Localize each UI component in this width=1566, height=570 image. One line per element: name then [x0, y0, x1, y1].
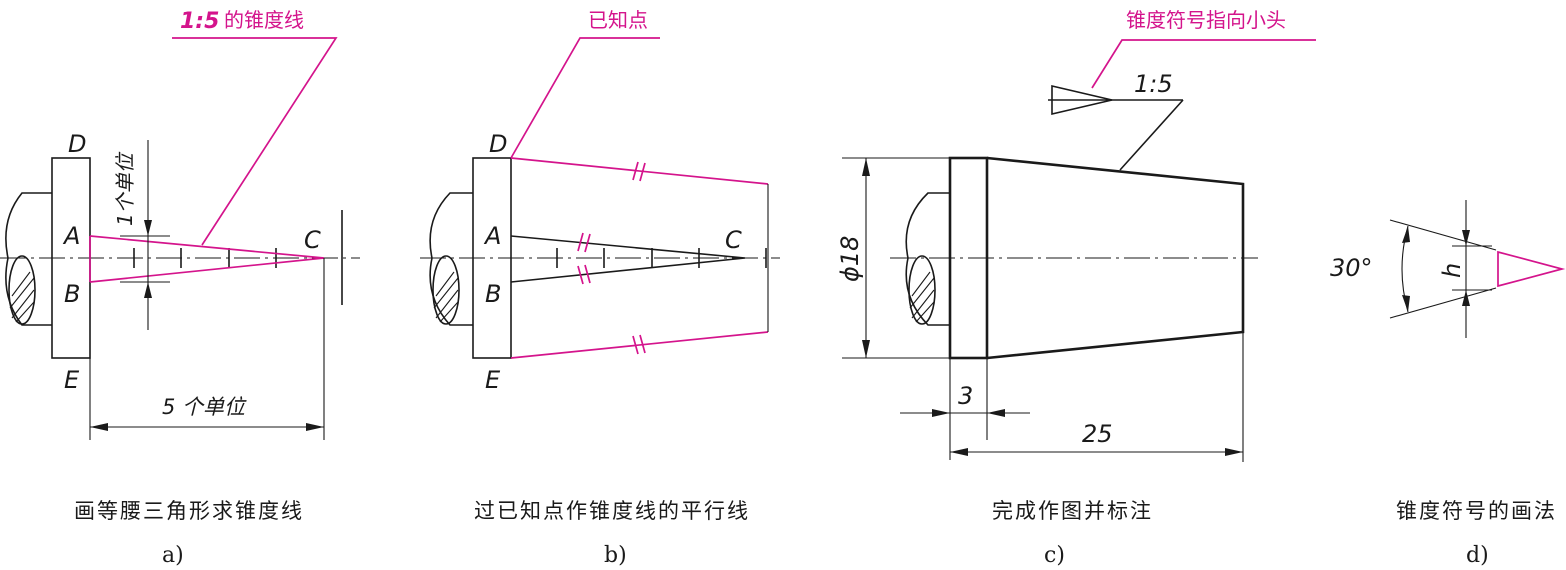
taper-symbol-d [1497, 250, 1566, 288]
caption-c: 完成作图并标注 [992, 499, 1153, 523]
taper-triangle-b [510, 235, 746, 283]
dia-arrow-top [862, 158, 870, 176]
taper-symbol [1051, 84, 1113, 116]
section-ellipse-c [908, 255, 936, 325]
annotation-ratio-a: 1:5 [180, 9, 219, 34]
caption-b: 过已知点作锥度线的平行线 [474, 499, 750, 523]
parallel-top [510, 157, 769, 185]
unit-five-label: 5 个单位 [162, 395, 247, 419]
annotation-text-a: 的锥度线 [224, 8, 304, 32]
annotation-leader-c [1091, 39, 1316, 89]
dim25-arrow-right [1225, 448, 1243, 456]
panel-a: D A B C E 1个单位 5 个单位 1:5 的锥度线 画等腰三角形求锥度线… [0, 8, 360, 568]
taper-ratio-label: 1:5 [1134, 70, 1173, 98]
angle-arrow-bottom [1402, 295, 1410, 312]
label-e-b: E [485, 366, 501, 394]
angle-line-bottom [1389, 287, 1497, 319]
h-arrow-top [1462, 230, 1470, 246]
hatch-lines [9, 271, 35, 323]
parallel-marks [577, 161, 646, 355]
label-b-b: B [485, 280, 501, 308]
h-arrow-bottom [1462, 290, 1470, 306]
dim-length-label: 25 [1082, 420, 1113, 448]
caption-a: 画等腰三角形求锥度线 [74, 499, 304, 523]
hatch-lines-c [909, 271, 935, 323]
angle-line-top [1389, 219, 1497, 251]
unit-one-label: 1个单位 [113, 151, 137, 226]
taper-leader [1119, 99, 1184, 171]
annotation-leader-b [510, 37, 660, 159]
label-c: C [304, 226, 321, 254]
label-d-b: D [489, 130, 507, 158]
dim-small-label: 3 [958, 382, 973, 410]
parallel-bottom [510, 331, 769, 359]
hatch-lines-b [433, 271, 459, 323]
section-ellipse-b [432, 255, 460, 325]
sub-label-a: a) [162, 543, 184, 568]
label-e: E [64, 366, 80, 394]
panel-d: 30° h 锥度符号的画法 d) [1330, 200, 1566, 568]
panel-b: D A B C E 已知点 过已知点作锥度线的平行线 b) [420, 8, 780, 568]
caption-d: 锥度符号的画法 [1396, 499, 1557, 523]
annotation-text-c: 锥度符号指向小头 [1126, 8, 1286, 32]
unit-ticks [133, 248, 277, 268]
taper-triangle [89, 235, 325, 283]
section-ellipse [8, 255, 36, 325]
sub-label-c: c) [1044, 543, 1065, 568]
annotation-text-b: 已知点 [588, 8, 648, 32]
label-b: B [64, 280, 80, 308]
angle-arrow-top [1402, 226, 1410, 243]
dia-arrow-bottom [862, 340, 870, 358]
sub-label-d: d) [1466, 543, 1489, 568]
label-a: A [62, 222, 80, 250]
label-a-b: A [483, 222, 501, 250]
height-label: h [1438, 263, 1466, 278]
five-arrow-right [306, 423, 324, 431]
dim25-arrow-left [950, 448, 968, 456]
diameter-label: ϕ18 [836, 236, 864, 282]
panel-c: ϕ18 3 25 1:5 锥度符号指向小头 完成作图并标注 c) [836, 8, 1316, 568]
label-d: D [68, 130, 86, 158]
unit-arrow-bottom [144, 282, 152, 298]
angle-label: 30° [1330, 254, 1373, 282]
five-arrow-left [90, 423, 108, 431]
dim3-arrow-right [987, 409, 1005, 417]
label-c-b: C [725, 226, 742, 254]
sub-label-b: b) [604, 543, 627, 568]
dim3-arrow-left [932, 409, 950, 417]
unit-arrow-top [144, 220, 152, 236]
annotation-leader-a [172, 37, 338, 246]
unit-ticks-b [556, 248, 767, 268]
